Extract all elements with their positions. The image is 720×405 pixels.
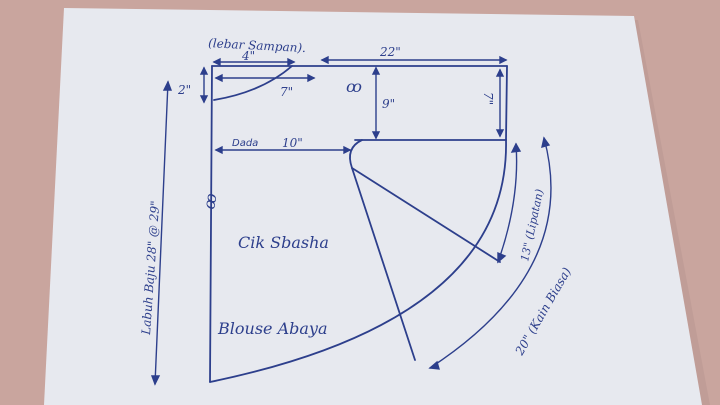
flower-doodle-top: ꝏ (346, 77, 362, 96)
label-title: Blouse Abaya (217, 319, 328, 338)
label-seven-inch-right: 7" (481, 92, 495, 105)
label-author: Cik Sbasha (238, 233, 329, 252)
label-four-inch: 4" (241, 49, 255, 63)
flower-doodle-left: ꝏ (199, 192, 220, 211)
label-lebar-sampan: (lebar Sampan). (208, 36, 306, 55)
label-nine-inch: 9" (382, 97, 395, 111)
label-dada: Dada (232, 138, 258, 149)
label-two-inch: 2" (177, 83, 191, 97)
center-back-line (209, 65, 213, 383)
hem-curve (209, 139, 507, 383)
side-seam (351, 167, 416, 361)
label-twentytwo-inch: 22" (379, 45, 401, 59)
pattern-outline (209, 65, 508, 383)
armhole-curve (349, 139, 363, 169)
paper-sheet (44, 8, 702, 405)
measurement-arrows (150, 55, 552, 386)
label-ten-inch: 10" (282, 136, 303, 150)
sleeve-top-line (505, 65, 508, 141)
label-seven-inch-small: 7" (280, 85, 293, 99)
neckline-curve (213, 65, 293, 101)
